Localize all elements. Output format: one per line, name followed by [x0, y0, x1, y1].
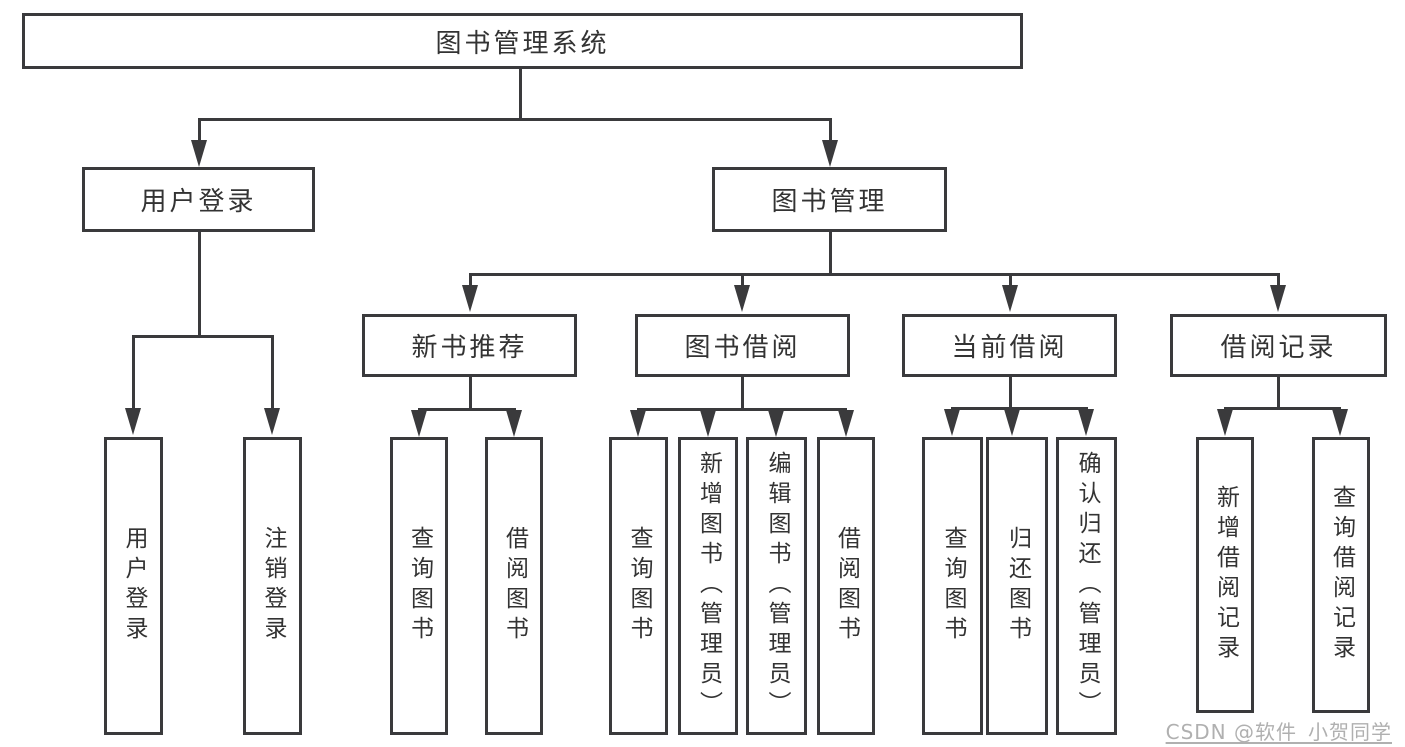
- connector-line: [418, 408, 516, 411]
- node-root: 图书管理系统: [22, 13, 1023, 69]
- leaf-user-login: 用户登录: [104, 437, 163, 735]
- leaf-confirm-return-label: 确认归还（管理员）: [1074, 451, 1100, 721]
- arrowhead-icon: [1217, 409, 1233, 436]
- connector-line: [951, 407, 1088, 410]
- arrowhead-icon: [944, 409, 960, 436]
- leaf-return-book: 归还图书: [986, 437, 1048, 735]
- connector-line: [469, 377, 472, 408]
- arrowhead-icon: [1004, 409, 1020, 436]
- leaf-user-login-label: 用户登录: [121, 526, 147, 646]
- connector-line: [637, 408, 847, 411]
- leaf-query-book-3-label: 查询图书: [940, 526, 966, 646]
- connector-line: [741, 273, 744, 287]
- csdn-watermark: CSDN @软件_小贺同学: [1165, 720, 1392, 744]
- node-root-label: 图书管理系统: [435, 28, 610, 59]
- connector-line: [1224, 407, 1341, 410]
- connector-line: [132, 335, 135, 410]
- arrowhead-icon: [506, 410, 522, 437]
- leaf-query-book-3: 查询图书: [922, 437, 983, 735]
- connector-line: [1277, 273, 1280, 287]
- arrowhead-icon: [1270, 285, 1286, 312]
- leaf-confirm-return: 确认归还（管理员）: [1056, 437, 1117, 735]
- arrowhead-icon: [264, 408, 280, 435]
- connector-line: [469, 273, 472, 287]
- leaf-add-book-label: 新增图书（管理员）: [695, 451, 722, 721]
- arrowhead-icon: [1002, 285, 1018, 312]
- leaf-query-book-2: 查询图书: [609, 437, 668, 735]
- node-book-management: 图书管理: [712, 167, 947, 232]
- connector-line: [741, 377, 744, 408]
- leaf-add-borrow-record-label: 新增借阅记录: [1212, 485, 1239, 665]
- leaf-query-borrow-record-label: 查询借阅记录: [1328, 485, 1355, 665]
- leaf-borrow-book-2: 借阅图书: [817, 437, 875, 735]
- connector-line: [198, 118, 201, 143]
- arrowhead-icon: [734, 285, 750, 312]
- node-new-book-recommend: 新书推荐: [362, 314, 577, 377]
- leaf-edit-book: 编辑图书（管理员）: [746, 437, 807, 735]
- node-current-borrow-label: 当前借阅: [951, 333, 1068, 363]
- connector-line: [1277, 377, 1280, 407]
- leaf-logout: 注销登录: [243, 437, 302, 735]
- connector-line: [1009, 273, 1012, 287]
- leaf-add-borrow-record: 新增借阅记录: [1196, 437, 1254, 713]
- connector-line: [271, 335, 274, 410]
- connector-line: [829, 118, 832, 143]
- node-user-login-label: 用户登录: [140, 187, 257, 217]
- node-new-book-recommend-label: 新书推荐: [411, 333, 528, 363]
- arrowhead-icon: [822, 140, 838, 167]
- node-user-login: 用户登录: [82, 167, 315, 232]
- leaf-query-book-1-label: 查询图书: [406, 526, 433, 646]
- node-book-borrow: 图书借阅: [635, 314, 850, 377]
- connector-line: [829, 232, 832, 273]
- arrowhead-icon: [630, 410, 646, 437]
- node-borrow-records-label: 借阅记录: [1220, 333, 1337, 363]
- leaf-return-book-label: 归还图书: [1004, 526, 1031, 646]
- leaf-borrow-book-1-label: 借阅图书: [501, 526, 528, 646]
- leaf-add-book: 新增图书（管理员）: [678, 437, 738, 735]
- arrowhead-icon: [1332, 409, 1348, 436]
- connector-line: [198, 232, 201, 335]
- leaf-query-book-2-label: 查询图书: [626, 526, 652, 646]
- arrowhead-icon: [191, 140, 207, 167]
- arrowhead-icon: [700, 410, 716, 437]
- leaf-query-borrow-record: 查询借阅记录: [1312, 437, 1370, 713]
- node-borrow-records: 借阅记录: [1170, 314, 1387, 377]
- arrowhead-icon: [411, 410, 427, 437]
- connector-line: [469, 273, 1280, 276]
- arrowhead-icon: [125, 408, 141, 435]
- connector-line: [1009, 377, 1012, 407]
- leaf-edit-book-label: 编辑图书（管理员）: [764, 451, 790, 721]
- node-book-borrow-label: 图书借阅: [684, 333, 801, 363]
- arrowhead-icon: [768, 410, 784, 437]
- connector-line: [519, 69, 522, 118]
- connector-line: [198, 118, 832, 121]
- leaf-query-book-1: 查询图书: [390, 437, 448, 735]
- leaf-logout-label: 注销登录: [260, 526, 286, 646]
- arrowhead-icon: [838, 410, 854, 437]
- node-current-borrow: 当前借阅: [902, 314, 1117, 377]
- arrowhead-icon: [462, 285, 478, 312]
- node-book-management-label: 图书管理: [771, 187, 888, 217]
- arrowhead-icon: [1078, 409, 1094, 436]
- connector-line: [132, 335, 274, 338]
- leaf-borrow-book-2-label: 借阅图书: [833, 526, 860, 646]
- leaf-borrow-book-1: 借阅图书: [485, 437, 543, 735]
